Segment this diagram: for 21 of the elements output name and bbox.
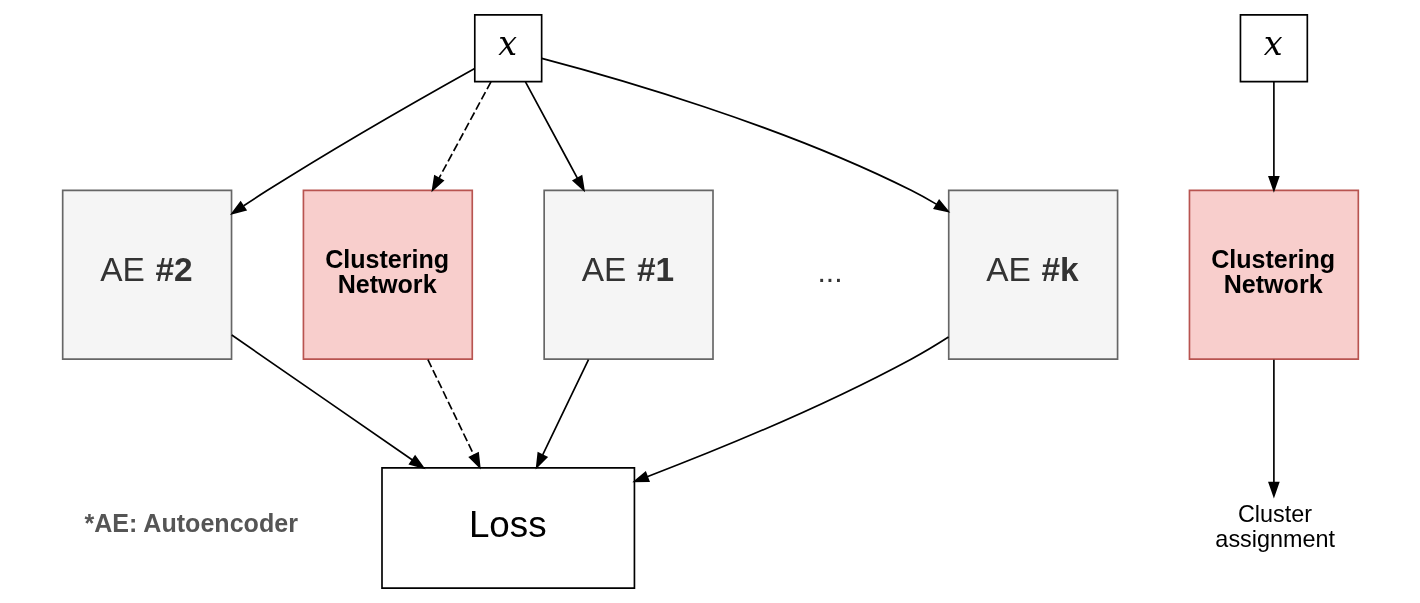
label: ... <box>816 255 843 289</box>
node-box: AE #k <box>947 189 1118 360</box>
node-text: Cluster assignment <box>1214 500 1335 552</box>
arrow <box>535 358 589 470</box>
node-box: AE #1 <box>542 189 714 360</box>
arrow <box>426 358 481 470</box>
arrow <box>1267 358 1280 499</box>
arrow <box>524 81 585 193</box>
node-box: x <box>473 13 542 83</box>
node-box: AE #2 <box>61 189 232 360</box>
arrow <box>430 81 492 193</box>
node-box: Loss <box>380 467 635 590</box>
arrow <box>1267 81 1280 193</box>
node-box: Clustering Network <box>302 189 473 360</box>
arrow <box>540 57 950 213</box>
node-box: Clustering Network <box>1188 189 1359 360</box>
arrow <box>631 336 949 483</box>
arrow <box>229 67 475 215</box>
label: *AE: Autoencoder <box>83 509 298 538</box>
node-box: x <box>1239 13 1308 83</box>
arrow <box>230 334 426 470</box>
